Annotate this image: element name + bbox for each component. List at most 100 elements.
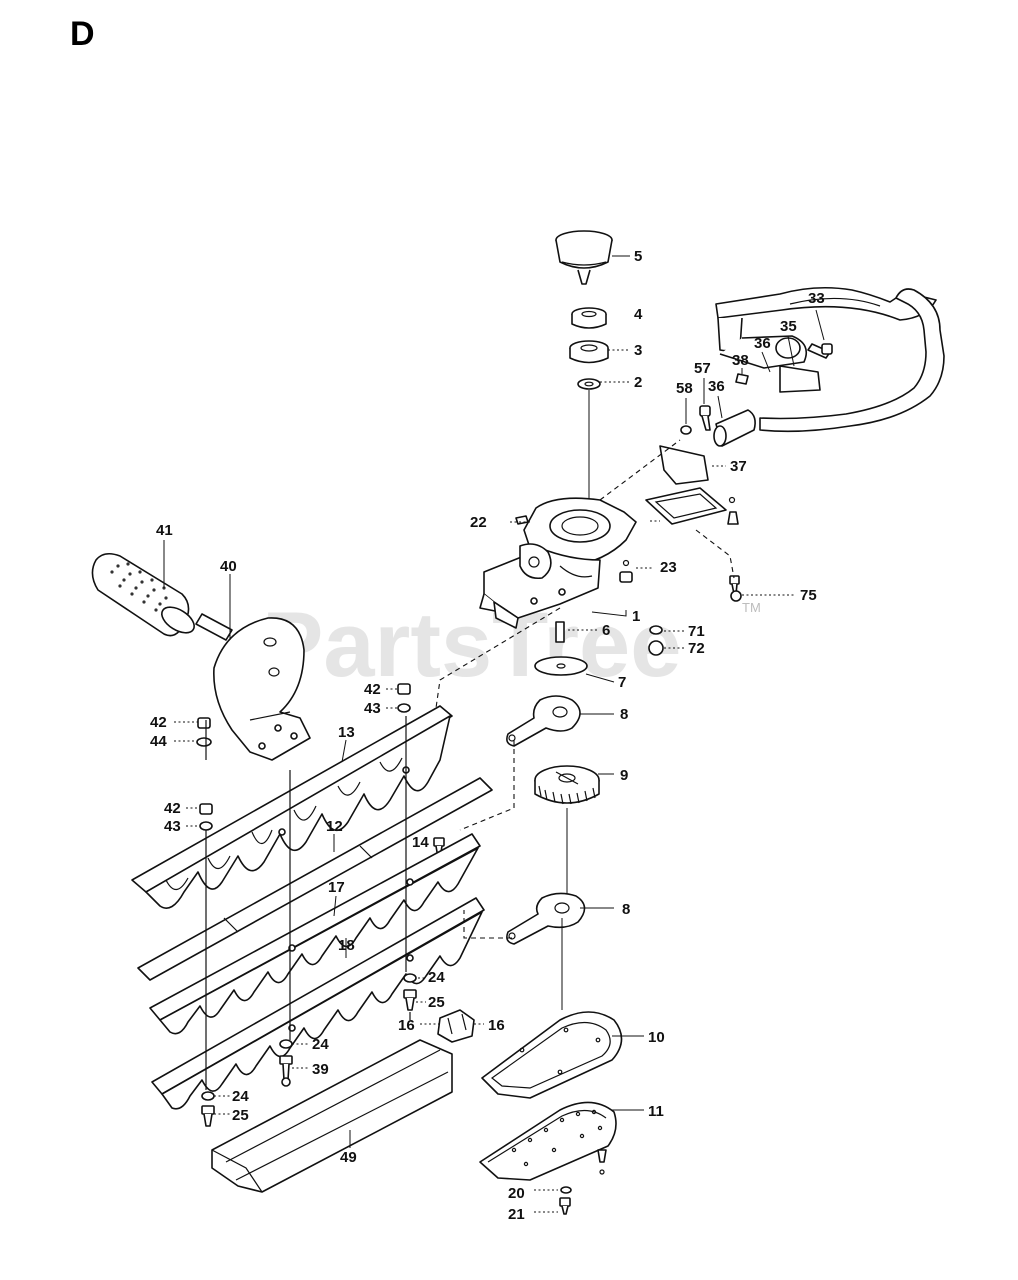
label-part-43b: 43 bbox=[164, 818, 181, 835]
label-part-8b: 8 bbox=[622, 901, 630, 918]
label-part-24a: 24 bbox=[428, 969, 445, 986]
part-24-washer-right[interactable] bbox=[403, 973, 417, 983]
part-43-washer-upper[interactable] bbox=[397, 703, 411, 713]
part-35-clamp[interactable] bbox=[779, 365, 821, 393]
label-part-42-upper: 42 bbox=[364, 681, 381, 698]
part-6-pin[interactable] bbox=[555, 621, 565, 643]
part-10-gasket[interactable] bbox=[481, 1011, 623, 1099]
leader-lines bbox=[163, 255, 825, 1213]
part-handle-bar[interactable] bbox=[715, 286, 945, 433]
part-71-washer[interactable] bbox=[649, 625, 663, 635]
part-40-handle[interactable] bbox=[195, 613, 311, 761]
part-labels: 5 4 3 2 33 35 36 38 57 36 58 37 22 23 75… bbox=[150, 248, 825, 1223]
label-part-5: 5 bbox=[634, 248, 642, 265]
part-49-blade-cover[interactable] bbox=[211, 1039, 453, 1193]
part-42-nut-mid[interactable] bbox=[199, 803, 213, 815]
part-4-bearing[interactable] bbox=[571, 307, 607, 329]
label-part-24b: 24 bbox=[312, 1036, 329, 1053]
part-75-screw[interactable] bbox=[729, 575, 742, 602]
part-39-bolt[interactable] bbox=[279, 1055, 293, 1087]
label-part-16b: 16 bbox=[488, 1017, 505, 1034]
part-42-nut-upper[interactable] bbox=[397, 683, 411, 695]
part-58-nut[interactable] bbox=[680, 425, 692, 435]
part-72-nut[interactable] bbox=[648, 640, 664, 656]
label-part-38: 38 bbox=[732, 352, 749, 369]
label-part-41: 41 bbox=[156, 522, 173, 539]
part-2-washer[interactable] bbox=[577, 378, 601, 390]
label-part-22: 22 bbox=[470, 514, 487, 531]
part-57-screw[interactable] bbox=[699, 405, 711, 431]
label-part-35: 35 bbox=[780, 318, 797, 335]
label-part-49: 49 bbox=[340, 1149, 357, 1166]
label-part-9: 9 bbox=[620, 767, 628, 784]
label-part-8a: 8 bbox=[620, 706, 628, 723]
label-part-37: 37 bbox=[730, 458, 747, 475]
part-7-disc[interactable] bbox=[534, 656, 588, 676]
label-part-7: 7 bbox=[618, 674, 626, 691]
section-letter: D bbox=[70, 15, 95, 53]
watermark-text: PartsTree bbox=[262, 594, 681, 696]
label-part-10: 10 bbox=[648, 1029, 665, 1046]
label-part-3: 3 bbox=[634, 342, 642, 359]
label-part-25b: 25 bbox=[232, 1107, 249, 1124]
part-37-bracket[interactable] bbox=[645, 445, 739, 525]
part-5-cup[interactable] bbox=[555, 230, 613, 285]
part-43-washer-mid[interactable] bbox=[199, 821, 213, 831]
part-1-gear-housing[interactable] bbox=[479, 497, 637, 629]
part-36-tube[interactable] bbox=[713, 409, 756, 447]
label-part-20: 20 bbox=[508, 1185, 525, 1202]
part-13-blade-guard[interactable] bbox=[131, 705, 453, 909]
label-part-72: 72 bbox=[688, 640, 705, 657]
label-part-2: 2 bbox=[634, 374, 642, 391]
part-25-bolt-left[interactable] bbox=[201, 1105, 215, 1127]
label-part-18: 18 bbox=[338, 937, 355, 954]
label-part-42c: 42 bbox=[164, 800, 181, 817]
label-part-75: 75 bbox=[800, 587, 817, 604]
label-part-23: 23 bbox=[660, 559, 677, 576]
part-9-gear[interactable] bbox=[534, 765, 600, 805]
label-part-4: 4 bbox=[634, 306, 643, 323]
watermark-trademark: TM bbox=[742, 600, 761, 615]
label-part-36a: 36 bbox=[754, 335, 771, 352]
label-part-44: 44 bbox=[150, 733, 167, 750]
part-24-washer-left[interactable] bbox=[201, 1091, 215, 1101]
part-23-nut[interactable] bbox=[619, 559, 633, 583]
part-18-blade[interactable] bbox=[151, 897, 485, 1110]
label-part-1: 1 bbox=[632, 608, 640, 625]
label-part-36b: 36 bbox=[708, 378, 725, 395]
part-24-washer-mid[interactable] bbox=[279, 1039, 293, 1049]
part-22-screw[interactable] bbox=[515, 515, 529, 525]
label-part-21: 21 bbox=[508, 1206, 525, 1223]
label-part-13: 13 bbox=[338, 724, 355, 741]
assembly-paths bbox=[205, 439, 735, 1090]
part-42-nut-left[interactable] bbox=[197, 717, 211, 729]
part-17-blade[interactable] bbox=[149, 833, 481, 1035]
label-part-17: 17 bbox=[328, 879, 345, 896]
part-screw-right[interactable] bbox=[597, 1149, 607, 1175]
part-3-bearing[interactable] bbox=[569, 340, 609, 364]
label-part-14: 14 bbox=[412, 834, 429, 851]
part-20-washer[interactable] bbox=[560, 1186, 572, 1194]
part-11-cover[interactable] bbox=[479, 1101, 617, 1181]
part-21-screw[interactable] bbox=[559, 1197, 571, 1215]
part-16-clip[interactable] bbox=[437, 1009, 475, 1043]
label-part-71: 71 bbox=[688, 623, 705, 640]
label-part-39: 39 bbox=[312, 1061, 329, 1078]
label-part-42a: 42 bbox=[150, 714, 167, 731]
label-part-33: 33 bbox=[808, 290, 825, 307]
part-8-crank-upper[interactable] bbox=[506, 695, 581, 747]
part-33-screw[interactable] bbox=[807, 343, 833, 359]
label-part-57: 57 bbox=[694, 360, 711, 377]
part-8-crank-lower[interactable] bbox=[506, 892, 586, 945]
part-25-bolt-right[interactable] bbox=[403, 989, 417, 1011]
part-44-washer[interactable] bbox=[196, 737, 212, 747]
label-part-40: 40 bbox=[220, 558, 237, 575]
label-part-43a: 43 bbox=[364, 700, 381, 717]
part-38-clip[interactable] bbox=[735, 373, 749, 385]
part-41-grip[interactable] bbox=[91, 552, 198, 638]
label-part-25a: 25 bbox=[428, 994, 445, 1011]
part-12-plate[interactable] bbox=[137, 777, 493, 981]
label-part-16a: 16 bbox=[398, 1017, 415, 1034]
